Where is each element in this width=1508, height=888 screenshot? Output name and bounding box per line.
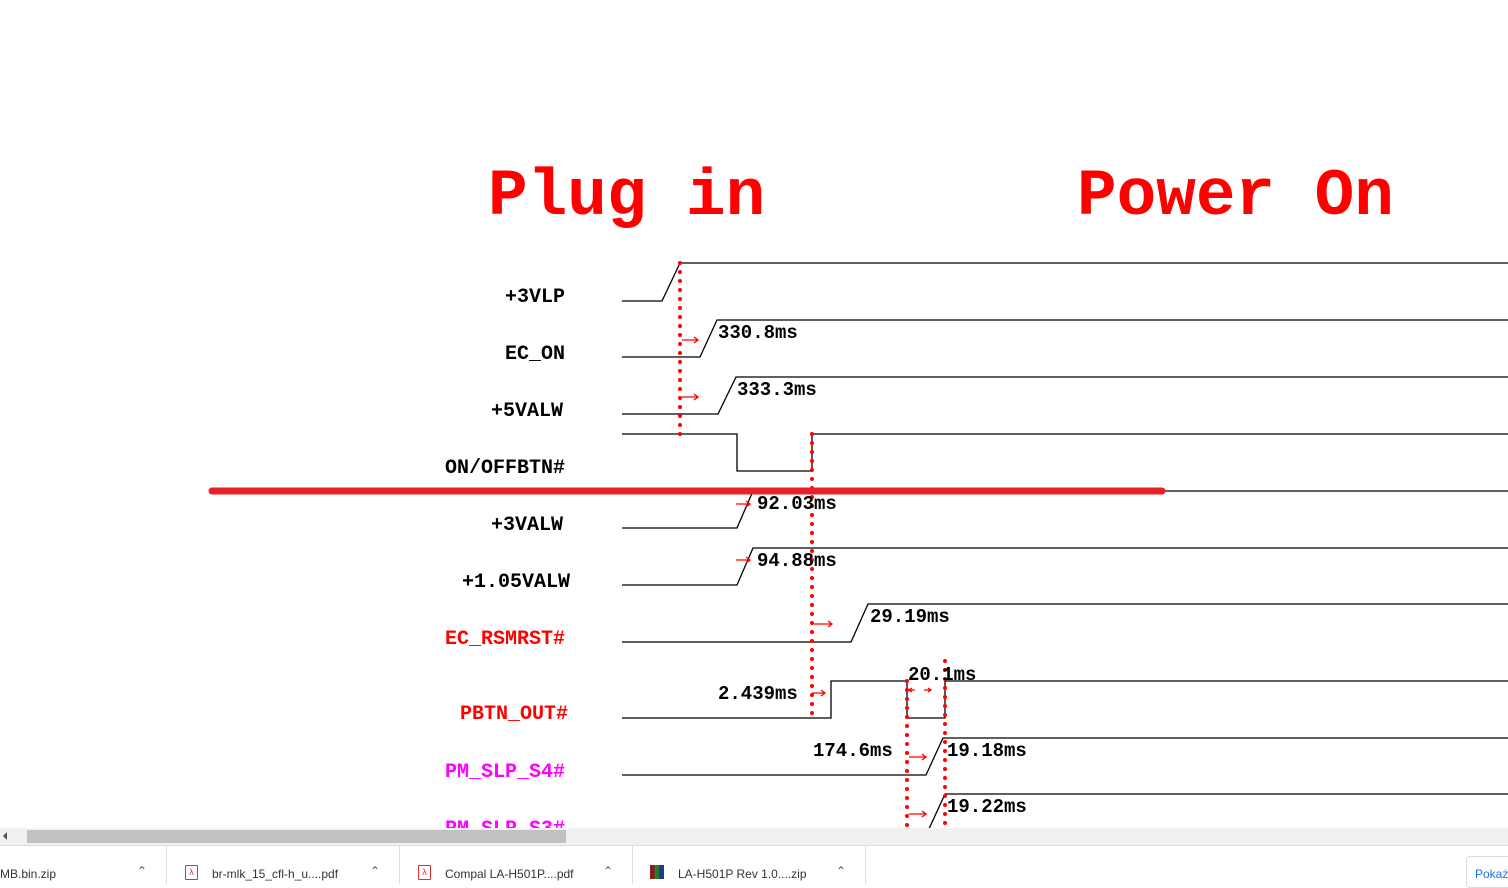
- download-filename: br-mlk_15_cfl-h_u....pdf: [212, 867, 339, 881]
- signal-label: +3VLP: [505, 286, 565, 309]
- timing-value: 94.88ms: [757, 550, 837, 572]
- pdf-page: Plug in Power On +3VLP EC_ON +5VALW ON/O…: [208, 159, 1508, 828]
- title-plug-in: Plug in: [488, 159, 765, 234]
- timing-markers: [678, 261, 947, 828]
- timing-value: 29.19ms: [870, 606, 950, 628]
- signal-label: PM_SLP_S3#: [445, 818, 565, 828]
- download-bar: MB.bin.zip ⌃ λ br-mlk_15_cfl-h_u....pdf …: [0, 845, 1508, 888]
- chevron-up-icon[interactable]: ⌃: [370, 864, 381, 878]
- signal-label: EC_ON: [505, 343, 565, 366]
- chevron-up-icon[interactable]: ⌃: [836, 864, 847, 878]
- signal-label: ON/OFFBTN#: [445, 457, 565, 480]
- signal-label: PBTN_OUT#: [460, 703, 568, 726]
- signal-label: PM_SLP_S4#: [445, 761, 565, 784]
- timing-value: 20.1ms: [908, 664, 976, 686]
- signal-label: +1.05VALW: [462, 571, 570, 594]
- download-item[interactable]: λ br-mlk_15_cfl-h_u....pdf ⌃: [166, 846, 400, 884]
- signal-label: +5VALW: [491, 400, 563, 423]
- chevron-up-icon[interactable]: ⌃: [137, 864, 148, 878]
- timing-value: 2.439ms: [718, 683, 798, 705]
- title-power-on: Power On: [1077, 159, 1394, 234]
- download-filename: MB.bin.zip: [0, 867, 57, 881]
- timing-value: 174.6ms: [813, 740, 893, 762]
- winrar-icon: [650, 865, 664, 879]
- timing-value: 330.8ms: [718, 322, 798, 344]
- timing-value: 333.3ms: [737, 379, 817, 401]
- timing-value: 19.18ms: [947, 740, 1027, 762]
- download-item[interactable]: LA-H501P Rev 1.0....zip ⌃: [632, 846, 866, 884]
- scroll-left-arrow-icon[interactable]: [3, 832, 7, 840]
- show-all-button[interactable]: Pokaż: [1466, 856, 1508, 888]
- waveforms: [622, 262, 1508, 828]
- signal-label: +3VALW: [491, 514, 563, 537]
- pdf-icon: λ: [418, 865, 431, 880]
- horizontal-scrollbar[interactable]: [0, 828, 1508, 845]
- timing-diagram: Plug in Power On +3VLP EC_ON +5VALW ON/O…: [208, 159, 1508, 828]
- scrollbar-thumb[interactable]: [27, 830, 566, 843]
- download-item[interactable]: MB.bin.zip ⌃: [0, 846, 167, 884]
- signal-label: EC_RSMRST#: [445, 628, 565, 651]
- download-filename: LA-H501P Rev 1.0....zip: [678, 867, 807, 881]
- pdf-icon: λ: [185, 865, 198, 880]
- download-item[interactable]: λ Compal LA-H501P....pdf ⌃: [399, 846, 633, 884]
- timing-value: 92.03ms: [757, 493, 837, 515]
- download-filename: Compal LA-H501P....pdf: [445, 867, 574, 881]
- timing-value: 19.22ms: [947, 796, 1027, 818]
- chevron-up-icon[interactable]: ⌃: [603, 864, 614, 878]
